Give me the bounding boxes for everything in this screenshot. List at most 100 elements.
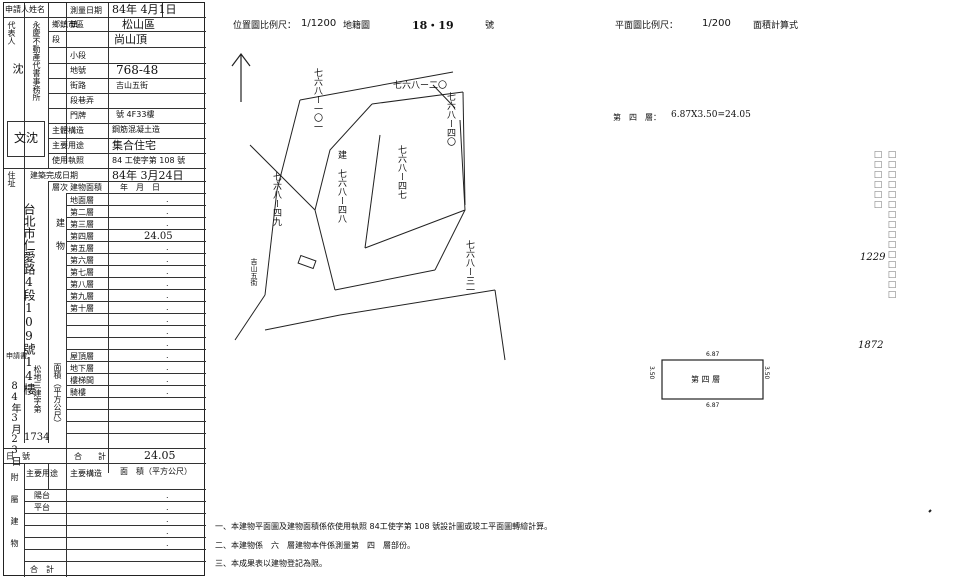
agent-name: 沈 [11, 63, 24, 74]
street-name: 吉山五街 [250, 258, 258, 286]
company-label: 永慶不動產代書事務所 [32, 21, 41, 101]
total-label: 合 計 [74, 452, 106, 461]
floor-row-value: . [166, 363, 169, 372]
appendage-row-value: . [166, 539, 169, 548]
floor-header-1: 層次 [52, 183, 68, 192]
plan-scale-value: 1/200 [702, 18, 731, 29]
lot-right: 七六八ー三一 [464, 240, 474, 294]
floor-row-value: . [166, 207, 169, 216]
floor-row-value: . [166, 351, 169, 360]
town-label: 鄉鎮市區 [52, 20, 84, 29]
seal-stamp: 文沈 [7, 121, 45, 157]
applicant-address: 台北市仁愛路4段109號14樓 [22, 203, 36, 395]
plan-dim-top: 6.87 [706, 351, 720, 358]
plan-scale-label: 平面圖比例尺： [615, 21, 679, 31]
floor-row-label: 第八層 [70, 280, 94, 289]
plan-floor-label: 第 四 層 [691, 375, 721, 384]
address-label: 住址 [7, 171, 16, 187]
floor-row-value: . [166, 279, 169, 288]
floor-row-label: 地面層 [70, 196, 94, 205]
completion-value: 84年 3月24日 [112, 169, 184, 182]
lot-center-right: 七六八ー四七 [396, 145, 406, 199]
street-value: 吉山五街 [116, 81, 148, 90]
floor-row-value: . [166, 303, 169, 312]
floor-row-value: . [166, 339, 169, 348]
map-sheet-value: 18・19 [412, 19, 454, 32]
map-sheet-label: 地籍圖 [343, 21, 371, 31]
floor-header-date: 年 月 日 [120, 183, 160, 192]
appendage-row-use: 陽台 [34, 491, 50, 500]
completion-label: 建築完成日期 [30, 171, 78, 180]
registration-form: 申請人姓名 代表人 沈 永慶不動產代書事務所 文沈 住址 台北市仁愛路4段109… [3, 2, 206, 577]
appendage-total-label: 合 計 [30, 565, 54, 574]
lot-left-mid: 七六八ー四九 [271, 172, 281, 226]
floor-row-value: . [166, 267, 169, 276]
lot-value: 768-48 [116, 63, 159, 77]
plan-calc-label: 面積計算式 [753, 21, 799, 31]
door-label: 門牌 [70, 111, 86, 120]
appendage-row-value: . [166, 515, 169, 524]
note-1: 一、本建物平面圖及建物面積係依使用執照 84工使字第 108 號設計圖或竣工平面… [215, 522, 553, 531]
appendage-row-value: . [166, 527, 169, 536]
license-label: 使用執照 [52, 156, 84, 165]
appendage-header-use: 主要用途 [26, 469, 58, 478]
appendage-row-value: . [166, 503, 169, 512]
lane-label: 段巷弄 [70, 96, 94, 105]
agent-label: 代表人 [7, 21, 16, 45]
plan-dim-bottom: 6.87 [706, 402, 720, 409]
floor-row-label: 第六層 [70, 256, 94, 265]
floor-formula-value: 6.87X3.50=24.05 [671, 110, 751, 120]
structure-label: 主體構造 [52, 126, 84, 135]
plan-dim-left: 3.50 [648, 366, 655, 380]
survey-date-value: 84年 4月1日 [112, 3, 177, 16]
map-sheet-suffix: 號 [485, 21, 495, 31]
floor-row-label: 第七層 [70, 268, 94, 277]
floor-row-label: 騎樓 [70, 388, 86, 397]
structure-value: 鋼筋混凝土造 [112, 125, 160, 134]
section-label: 段 [52, 35, 60, 44]
location-scale-label: 位置圖比例尺： [233, 21, 297, 31]
lot-label: 地號 [70, 66, 86, 75]
area-side-label: 建物 [54, 218, 64, 264]
note-2: 二、本建物係 六 層建物本件係測量第 四 層部份。 [215, 541, 415, 550]
floor-row-label: 第九層 [70, 292, 94, 301]
town-value: 松山區 [122, 18, 155, 31]
note-3: 三、本成果表以建物登記為限。 [215, 559, 327, 568]
floor-row-value: . [166, 243, 169, 252]
appendage-row-value: . [166, 491, 169, 500]
floor-row-value: 24.05 [144, 231, 173, 242]
application-side: 松地三建字第 [33, 365, 42, 413]
lot-left-top: 七六八ー一〇一 [312, 68, 322, 131]
survey-date-label: 測量日期 [70, 6, 102, 15]
application-date: 84年3月23日 [9, 381, 20, 466]
side-note-1: 1229 [860, 252, 886, 263]
floor-row-label: 第十層 [70, 304, 94, 313]
location-map-area: 位置圖比例尺： 1/1200 地籍圖 18・19 號 平面圖比例尺： 1/200… [205, 0, 960, 582]
lot-top-right: 七六八ー二〇 [393, 81, 448, 91]
total-value: 24.05 [144, 449, 176, 462]
location-scale-value: 1/1200 [301, 18, 337, 29]
floor-row-value: . [166, 387, 169, 396]
appendage-header-struct: 主要構造 [70, 469, 102, 478]
floor-header-2: 建物面積 [70, 183, 102, 192]
use-value: 集合住宅 [112, 139, 156, 152]
appendage-header-area: 面 積（平方公尺） [120, 467, 192, 476]
floor-row-value: . [166, 291, 169, 300]
floor-row-label: 第五層 [70, 244, 94, 253]
use-label: 主要用途 [52, 141, 84, 150]
site-sketch [231, 53, 932, 513]
floor-row-label: 第三層 [70, 220, 94, 229]
north-arrow-icon [231, 53, 251, 102]
appendage-row-use: 平台 [34, 503, 50, 512]
floor-row-label: 屋頂層 [70, 352, 94, 361]
section-value: 尚山頂 [114, 33, 147, 46]
floor-row-label: 第四層 [70, 232, 94, 241]
application-number: 1734 [24, 432, 50, 443]
faint-seal-mark-2: □□□□□□□□□□□□□□□ [887, 150, 897, 300]
side-note-2: 1872 [858, 340, 884, 351]
floor-plan-outline [661, 359, 764, 400]
floor-formula-label: 第 四 層： [613, 113, 661, 122]
floor-row-label: 地下層 [70, 364, 94, 373]
area-unit-label: 面積（平方公尺） [53, 363, 62, 427]
